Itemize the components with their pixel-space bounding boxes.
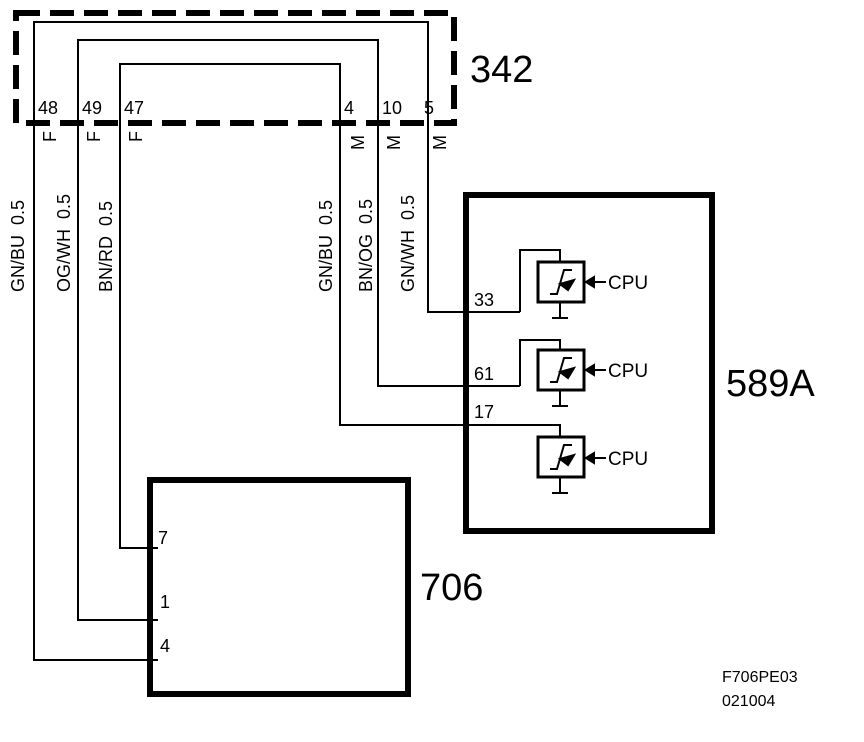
figure-code-line2: 021004 <box>722 693 775 710</box>
male-marker-1: M <box>348 135 368 150</box>
module-pin-4: 4 <box>160 636 170 656</box>
wire-label-bn-og: BN/OG 0.5 <box>356 199 376 292</box>
connector-342-label: 342 <box>470 49 533 91</box>
female-marker-3: F <box>126 131 146 142</box>
figure-code-line1: F706PE03 <box>722 669 798 686</box>
male-marker-2: M <box>384 135 404 150</box>
pin-10: 10 <box>382 98 402 118</box>
pin-5: 5 <box>424 98 434 118</box>
module-706-label: 706 <box>420 567 483 609</box>
wire-bn-rd <box>119 63 341 548</box>
male-marker-3: M <box>430 135 450 150</box>
pin-4: 4 <box>344 98 354 118</box>
switch-3 <box>536 435 586 494</box>
pin-47: 47 <box>124 98 144 118</box>
female-marker-1: F <box>40 131 60 142</box>
cpu-arrows <box>584 275 606 465</box>
switch-1 <box>536 260 586 319</box>
cpu-label-1: CPU <box>608 273 648 294</box>
ecu-pin-61: 61 <box>474 364 494 384</box>
cpu-label-3: CPU <box>608 449 648 470</box>
ecu-pin-17: 17 <box>474 402 494 422</box>
pin-49: 49 <box>82 98 102 118</box>
wires <box>33 21 561 661</box>
ecu-589a-box <box>463 192 715 534</box>
module-pin-1: 1 <box>160 592 170 612</box>
ecu-589a-label: 589A <box>726 363 815 405</box>
female-marker-2: F <box>84 131 104 142</box>
pin-48: 48 <box>38 98 58 118</box>
wire-label-bn-rd: BN/RD 0.5 <box>96 201 116 292</box>
cpu-label-2: CPU <box>608 361 648 382</box>
wire-label-gn-bu-right: GN/BU 0.5 <box>316 200 336 292</box>
switch-2 <box>536 348 586 407</box>
module-pin-7: 7 <box>158 528 168 548</box>
ecu-pin-33: 33 <box>474 290 494 310</box>
wire-og-wh <box>77 39 379 620</box>
connector-342-outline <box>13 10 457 126</box>
wire-label-gn-wh: GN/WH 0.5 <box>398 195 418 292</box>
wire-label-og-wh: OG/WH 0.5 <box>54 194 74 292</box>
wire-label-gn-bu-left: GN/BU 0.5 <box>8 200 28 292</box>
module-706-box <box>147 477 411 697</box>
